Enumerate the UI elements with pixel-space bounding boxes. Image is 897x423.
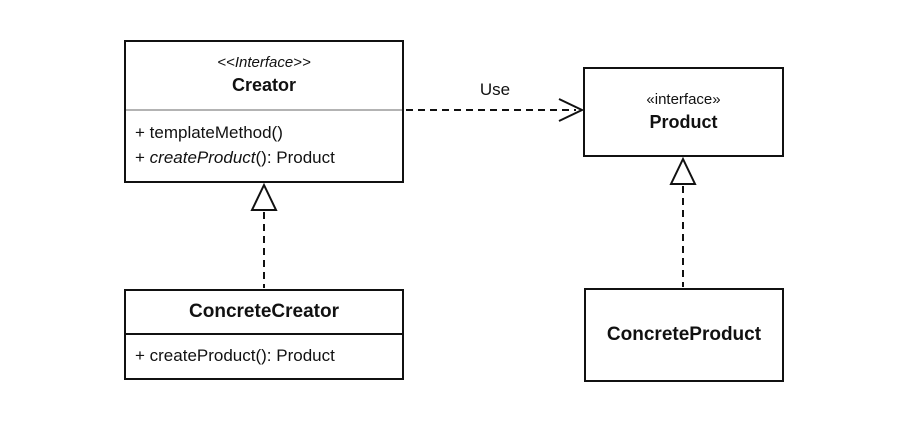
product-realization-arrow xyxy=(669,156,697,287)
use-dependency-label: Use xyxy=(479,80,511,99)
class-box-concrete-product: ConcreteProduct xyxy=(584,288,784,382)
creator-method-createproduct: + createProduct(): Product xyxy=(135,145,396,170)
class-header-creator: <<Interface>> Creator xyxy=(126,42,402,109)
class-header-concrete-creator: ConcreteCreator xyxy=(126,291,402,333)
concrete-creator-name-label: ConcreteCreator xyxy=(189,301,339,323)
creator-stereotype-label: <<Interface>> xyxy=(217,54,311,72)
product-name-label: Product xyxy=(649,111,718,132)
product-stereotype-label: «interface» xyxy=(646,90,721,108)
creator-realization-arrow xyxy=(250,182,278,288)
concrete-creator-compartment-separator xyxy=(126,333,402,335)
hollow-triangle-arrowhead-icon xyxy=(250,182,278,211)
creator-compartment-separator xyxy=(126,109,402,111)
method-prefix: + xyxy=(135,148,150,167)
class-box-concrete-creator: ConcreteCreator + createProduct(): Produ… xyxy=(124,289,404,380)
class-box-creator: <<Interface>> Creator + templateMethod()… xyxy=(124,40,404,183)
hollow-triangle-arrowhead-icon xyxy=(669,156,697,185)
creator-methods-compartment: + templateMethod() + createProduct(): Pr… xyxy=(126,111,402,181)
method-name-abstract: createProduct xyxy=(149,148,256,167)
concrete-creator-method-createproduct: + createProduct(): Product xyxy=(135,346,335,365)
class-box-product: «interface» Product xyxy=(583,67,784,157)
class-header-concrete-product: ConcreteProduct xyxy=(586,290,782,380)
open-arrowhead-icon xyxy=(558,98,585,122)
creator-name-label: Creator xyxy=(231,75,297,96)
creator-method-templatemethod: + templateMethod() xyxy=(135,123,283,142)
class-header-product: «interface» Product xyxy=(585,69,782,155)
concrete-product-name-label: ConcreteProduct xyxy=(606,324,762,346)
method-suffix: (): Product xyxy=(255,148,335,167)
concrete-creator-methods-compartment: + createProduct(): Product xyxy=(126,335,402,378)
use-dependency-arrow xyxy=(406,98,585,122)
